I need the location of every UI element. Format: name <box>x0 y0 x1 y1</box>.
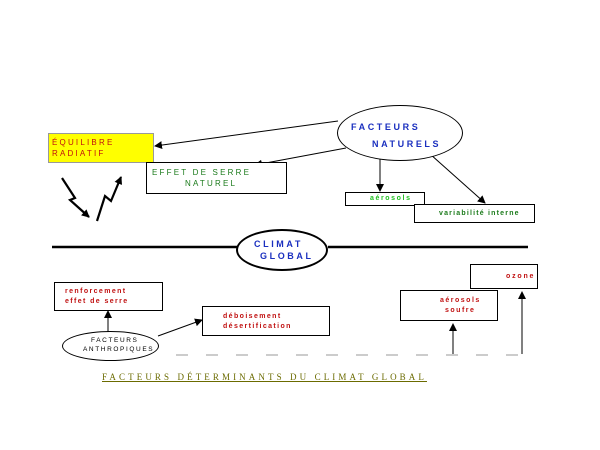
facteurs-naturels-line1: FACTEURS <box>351 122 421 132</box>
climat-global-node: CLIMAT GLOBAL <box>236 229 328 271</box>
equilibre-radiatif-box: ÉQUILIBRE RADIATIF <box>48 133 154 163</box>
renforcement-line1: renforcement <box>65 288 127 295</box>
equilibre-radiatif-line1: ÉQUILIBRE <box>52 138 115 147</box>
facteurs-anthropiques-node: FACTEURS ANTHROPIQUES <box>62 331 159 361</box>
facteurs-naturels-line2: NATURELS <box>372 139 442 149</box>
renforcement-line2: effet de serre <box>65 298 129 305</box>
variabilite-interne-box: variabilité interne <box>414 204 535 223</box>
arrow-naturels-to-variabilite <box>429 153 486 204</box>
deboisement-line1: déboisement <box>223 313 282 320</box>
climat-global-line2: GLOBAL <box>260 251 314 261</box>
facteurs-anthropiques-line2: ANTHROPIQUES <box>83 346 155 353</box>
aerosols-soufre-box: aérosols soufre <box>400 290 498 321</box>
aerosols-soufre-line2: soufre <box>445 307 476 314</box>
effet-de-serre-naturel-line1: EFFET DE SERRE <box>152 168 252 177</box>
facteurs-naturels-node: FACTEURS NATURELS <box>337 105 463 161</box>
arrow-anthropiques-to-deboisement <box>157 318 203 337</box>
ozone-box: ozone <box>470 264 538 289</box>
effet-de-serre-naturel-box: EFFET DE SERRE NATUREL <box>146 162 287 194</box>
zigzag-arrow-down <box>61 177 90 218</box>
deboisement-desertification-box: déboisement désertification <box>202 306 330 336</box>
facteurs-anthropiques-line1: FACTEURS <box>91 337 139 344</box>
aerosols-soufre-line1: aérosols <box>440 297 481 304</box>
effet-de-serre-naturel-line2: NATUREL <box>185 179 238 188</box>
ozone-label: ozone <box>506 273 536 280</box>
equilibre-radiatif-line2: RADIATIF <box>52 149 106 158</box>
aerosols-naturels-label: aérosols <box>370 195 412 202</box>
diagram-caption: FACTEURS DÉTERMINANTS DU CLIMAT GLOBAL <box>102 372 427 382</box>
climat-global-line1: CLIMAT <box>254 239 303 249</box>
aerosols-naturels-box: aérosols <box>345 192 425 206</box>
renforcement-effet-de-serre-box: renforcement effet de serre <box>54 282 163 311</box>
arrow-naturels-to-equilibre <box>154 120 339 150</box>
deboisement-line2: désertification <box>223 323 292 330</box>
zigzag-arrow-up <box>95 176 123 222</box>
variabilite-interne-label: variabilité interne <box>439 210 520 217</box>
